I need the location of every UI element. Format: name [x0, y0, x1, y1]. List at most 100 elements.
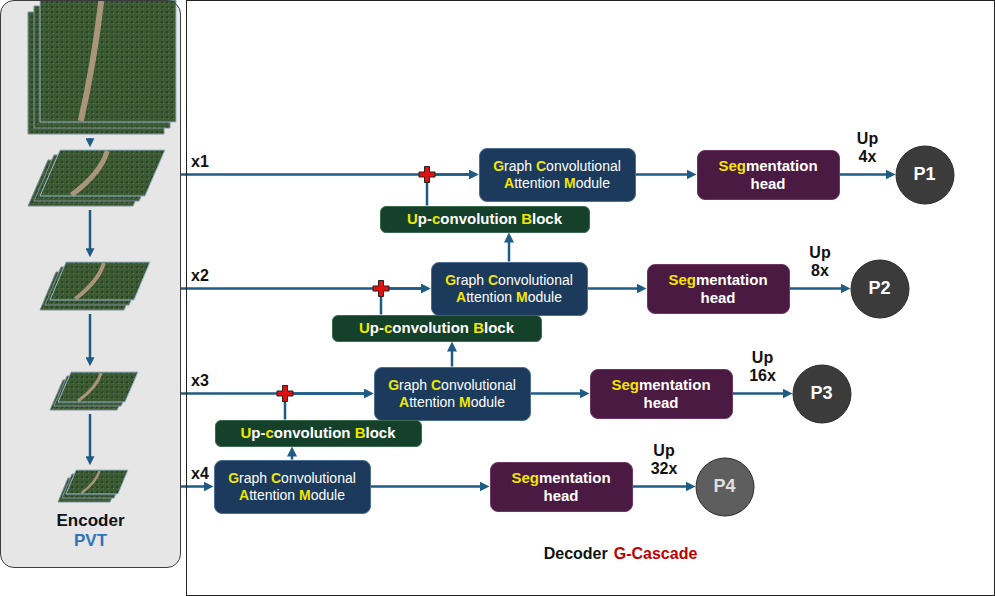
- feature-map: [50, 262, 150, 300]
- edge-label: x2: [191, 267, 209, 285]
- attention-module-box: Graph Convolutional Attention Module: [374, 367, 531, 421]
- connector-arrow: [181, 485, 206, 488]
- text-run: lock: [366, 424, 396, 441]
- text-run: mentation head: [746, 157, 818, 192]
- node-label: Up-convolution Block: [359, 319, 514, 337]
- edge-label: Up 32x: [651, 442, 678, 479]
- node-label: Graph Convolutional Attention Module: [381, 377, 523, 411]
- text-run: P4: [713, 476, 735, 496]
- prediction-circle: P2: [850, 259, 910, 319]
- text-run: M: [459, 394, 471, 410]
- text-run: B: [355, 424, 366, 441]
- edge-label: x4: [191, 465, 209, 483]
- up-convolution-box: Up-convolution Block: [215, 420, 422, 447]
- text-run: ttention: [249, 487, 299, 503]
- text-run: P2: [868, 278, 890, 298]
- panel-caption: EncoderPVT: [1, 511, 180, 552]
- node-label: Graph Convolutional Attention Module: [486, 158, 628, 192]
- text-run: raph: [399, 377, 431, 393]
- text-run: C: [271, 470, 281, 486]
- segmentation-head-box: Segmentation head: [647, 264, 790, 314]
- node-label: P2: [868, 278, 890, 300]
- text-run: raph: [456, 272, 488, 288]
- text-run: M: [564, 175, 576, 191]
- prediction-circle: P3: [792, 364, 852, 424]
- text-run: G: [445, 272, 456, 288]
- text-run: Seg: [611, 376, 639, 393]
- text-run: lock: [532, 210, 562, 227]
- connector-arrow: [427, 175, 471, 206]
- text-run: onvolution: [274, 424, 355, 441]
- up-convolution-box: Up-convolution Block: [332, 315, 542, 342]
- attention-module-box: Graph Convolutional Attention Module: [479, 148, 636, 202]
- prediction-circle: P4: [695, 457, 755, 517]
- text-run: Seg: [668, 271, 696, 288]
- plus-symbol: [373, 281, 389, 297]
- text-run: onvolutional: [281, 470, 356, 486]
- connector-arrow: [790, 287, 843, 290]
- text-run: mentation head: [639, 376, 711, 411]
- up-convolution-box: Up-convolution Block: [380, 206, 590, 233]
- text-run: A: [239, 487, 249, 503]
- connector-arrow: [451, 350, 454, 367]
- text-run: Seg: [511, 469, 539, 486]
- flow-arrow: [89, 138, 92, 140]
- text-run: G: [228, 470, 239, 486]
- node-label: P4: [713, 476, 735, 498]
- text-run: lock: [484, 319, 514, 336]
- connector-arrow: [285, 394, 366, 420]
- text-run: onvolutional: [441, 377, 516, 393]
- text-run: M: [516, 289, 528, 305]
- text-run: p-: [418, 210, 432, 227]
- panel-title: Encoder: [1, 511, 180, 531]
- segmentation-head-box: Segmentation head: [490, 462, 633, 512]
- text-run: P1: [913, 164, 935, 184]
- text-run: onvolutional: [498, 272, 573, 288]
- text-run: G: [388, 377, 399, 393]
- circle-shape: [896, 146, 954, 204]
- text-run: Seg: [718, 157, 746, 174]
- text-run: onvolution: [440, 210, 521, 227]
- segmentation-head-box: Segmentation head: [697, 150, 840, 200]
- field-road: [72, 151, 108, 195]
- panel-title: Decoder: [544, 544, 608, 563]
- encoder-panel: EncoderPVT: [0, 0, 181, 568]
- circle-shape: [696, 458, 754, 516]
- connector-arrow: [840, 173, 888, 176]
- connector-arrow: [381, 289, 423, 315]
- node-label: Graph Convolutional Attention Module: [221, 470, 363, 504]
- decoder-panel: DecoderG-Cascade Graph Convolutional Atte…: [186, 0, 995, 596]
- field-road: [81, 1, 101, 121]
- text-run: ttention: [466, 289, 516, 305]
- field-road: [82, 471, 100, 493]
- text-run: p-: [370, 319, 384, 336]
- edge-label: Up 8x: [809, 244, 830, 281]
- connector-arrow: [588, 287, 639, 290]
- panel-caption: DecoderG-Cascade: [247, 544, 994, 563]
- text-run: odule: [528, 289, 562, 305]
- text-run: c: [384, 319, 392, 336]
- text-run: U: [240, 424, 251, 441]
- text-run: U: [359, 319, 370, 336]
- feature-map: [40, 150, 165, 196]
- text-run: A: [399, 394, 409, 410]
- flow-arrow: [89, 314, 92, 359]
- flow-arrow: [89, 210, 92, 250]
- text-run: c: [432, 210, 440, 227]
- text-run: mentation head: [539, 469, 611, 504]
- text-run: M: [299, 487, 311, 503]
- edge-label: x3: [191, 372, 209, 390]
- connector-arrow: [733, 392, 785, 395]
- text-run: C: [488, 272, 498, 288]
- edge-label: Up 4x: [857, 130, 878, 167]
- text-run: odule: [576, 175, 610, 191]
- connector-arrow: [633, 485, 688, 488]
- attention-module-box: Graph Convolutional Attention Module: [214, 460, 371, 514]
- circle-shape: [793, 365, 851, 423]
- text-run: p-: [251, 424, 265, 441]
- text-run: B: [521, 210, 532, 227]
- plus-symbol: [419, 167, 435, 183]
- text-run: ttention: [514, 175, 564, 191]
